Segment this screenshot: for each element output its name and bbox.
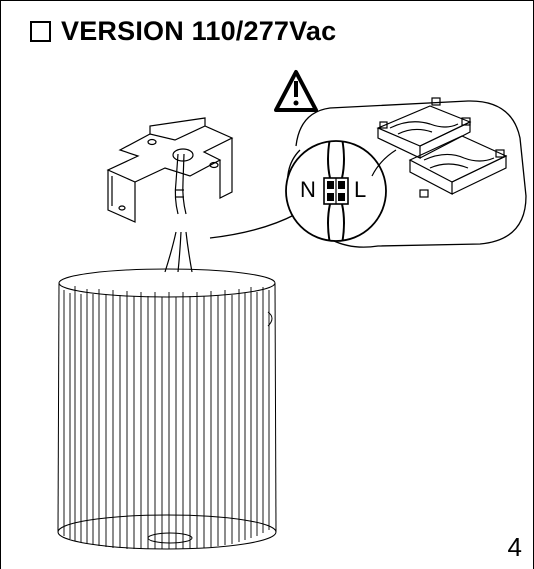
page-number: 4	[507, 532, 522, 562]
line-label: L	[354, 177, 366, 202]
warning-triangle-icon	[274, 70, 318, 112]
shade-flutes	[63, 286, 270, 549]
wire-connector-icon	[323, 177, 349, 205]
terminal-block-illustration	[371, 97, 508, 198]
supply-wires	[164, 231, 193, 273]
pendant-shade	[57, 268, 277, 550]
neutral-label: N	[300, 177, 316, 202]
zoom-detail: N L	[285, 140, 387, 242]
page-header: VERSION 110/277Vac	[30, 16, 336, 46]
checkbox-empty-icon[interactable]	[30, 20, 51, 42]
mounting-bracket	[106, 117, 234, 223]
version-title: VERSION 110/277Vac	[61, 16, 337, 46]
